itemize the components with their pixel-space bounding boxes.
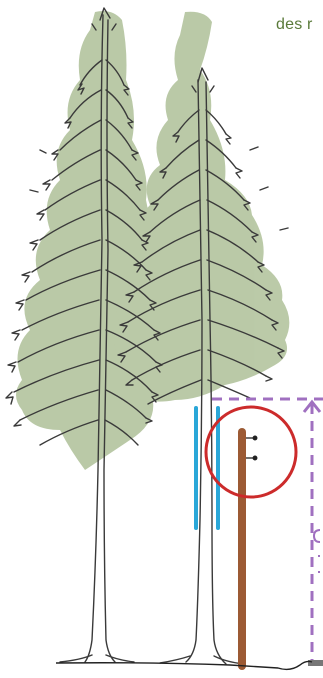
dimension-label-glyphs [314, 530, 320, 572]
height-dimension [212, 399, 323, 660]
ground-line [56, 661, 312, 669]
pole-ties [246, 436, 257, 460]
